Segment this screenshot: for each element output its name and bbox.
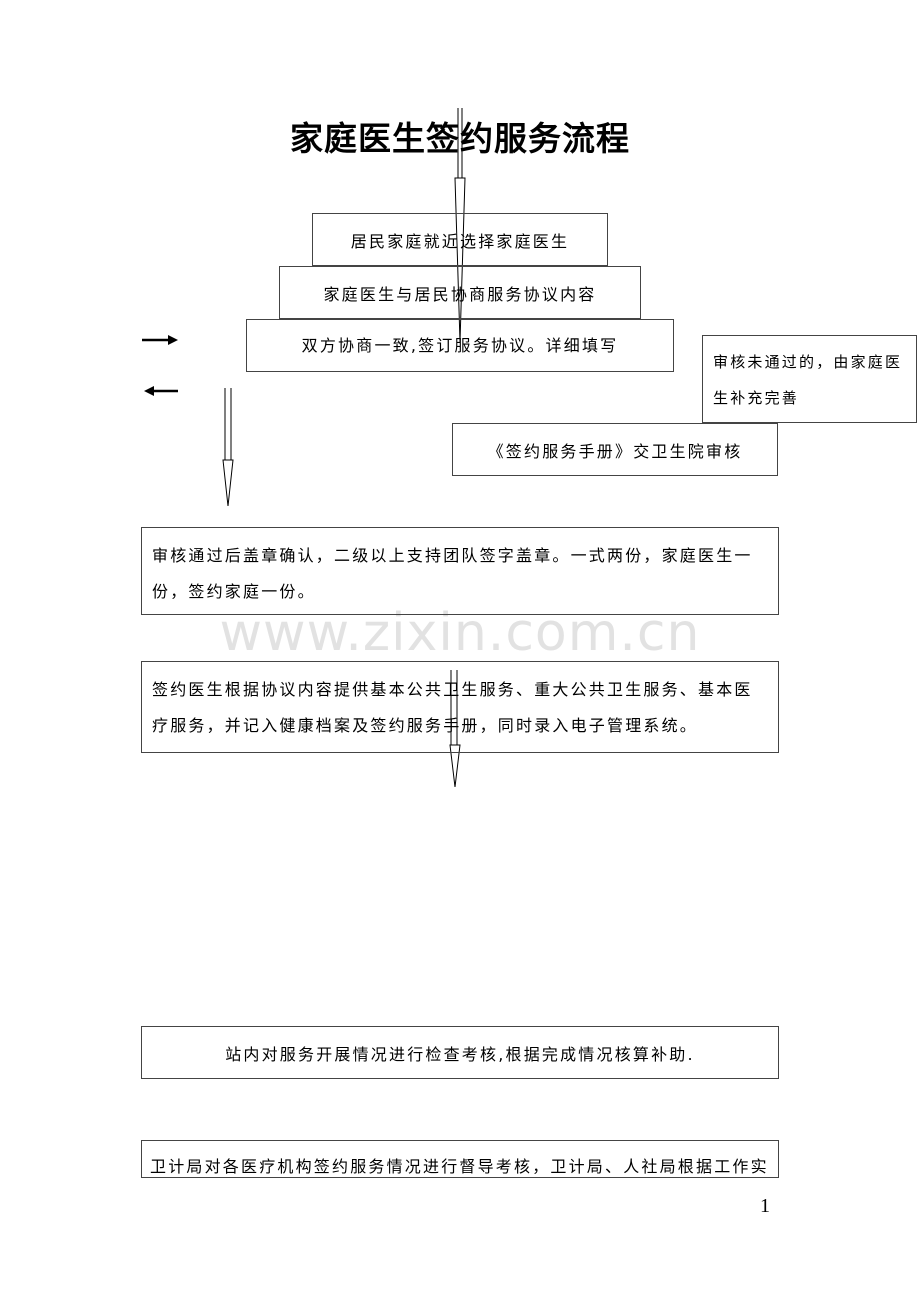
arrow-down-main xyxy=(454,108,466,343)
page-number: 1 xyxy=(760,1195,770,1217)
step-provide-services: 签约医生根据协议内容提供基本公共卫生服务、重大公共卫生服务、基本医疗服务，并记入… xyxy=(141,661,779,753)
watermark: www.zixin.com.cn xyxy=(219,603,701,663)
step-supervision-text: 卫计局对各医疗机构签约服务情况进行督导考核，卫计局、人社局根据工作实 xyxy=(150,1157,769,1176)
step-supervision: 卫计局对各医疗机构签约服务情况进行督导考核，卫计局、人社局根据工作实 xyxy=(141,1140,779,1178)
step-negotiate: 家庭医生与居民协商服务协议内容 xyxy=(279,266,641,319)
arrow-down-services xyxy=(449,670,461,788)
arrow-left xyxy=(144,386,178,396)
step-assessment-text: 站内对服务开展情况进行检查考核,根据完成情况核算补助. xyxy=(225,1044,695,1064)
step-approved-text: 审核通过后盖章确认，二级以上支持团队签字盖章。一式两份，家庭医生一份，签约家庭一… xyxy=(152,546,753,601)
arrow-right xyxy=(142,335,178,345)
page-title: 家庭医生签约服务流程 xyxy=(290,119,630,158)
step-review-failed-text: 审核未通过的，由家庭医生补充完善 xyxy=(713,353,903,407)
step-sign: 双方协商一致,签订服务协议。详细填写 xyxy=(246,319,674,372)
step-approved: 审核通过后盖章确认，二级以上支持团队签字盖章。一式两份，家庭医生一份，签约家庭一… xyxy=(141,527,779,615)
step-review-failed: 审核未通过的，由家庭医生补充完善 xyxy=(702,335,917,423)
step-review: 《签约服务手册》交卫生院审核 xyxy=(452,423,778,476)
step-review-text: 《签约服务手册》交卫生院审核 xyxy=(487,441,743,461)
step-select-doctor-text: 居民家庭就近选择家庭医生 xyxy=(350,231,570,251)
step-negotiate-text: 家庭医生与居民协商服务协议内容 xyxy=(323,284,597,304)
step-select-doctor: 居民家庭就近选择家庭医生 xyxy=(312,213,608,266)
step-provide-services-text: 签约医生根据协议内容提供基本公共卫生服务、重大公共卫生服务、基本医疗服务，并记入… xyxy=(152,680,753,735)
step-sign-text: 双方协商一致,签订服务协议。详细填写 xyxy=(301,336,619,355)
step-assessment: 站内对服务开展情况进行检查考核,根据完成情况核算补助. xyxy=(141,1026,779,1079)
arrow-down-left xyxy=(222,388,234,507)
